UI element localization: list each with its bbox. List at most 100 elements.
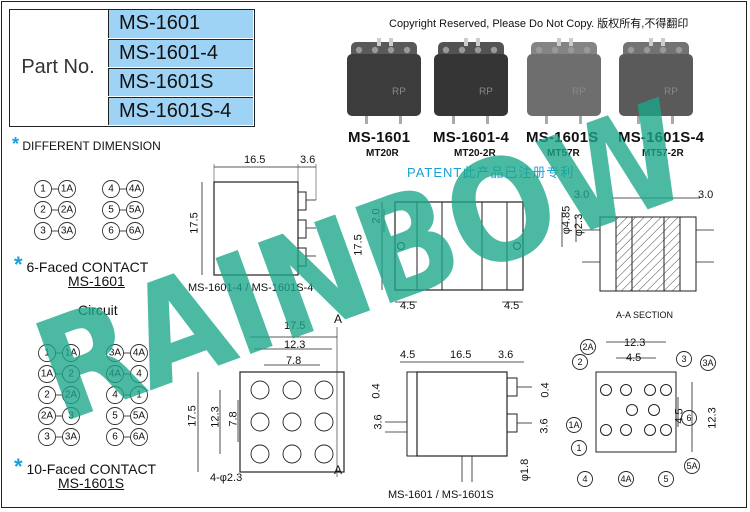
callout-label: 6 xyxy=(686,413,691,423)
model-ms-1601s: MS-1601S xyxy=(108,68,253,96)
patent-notice: PATENT此产品已注册专利 xyxy=(407,165,575,180)
product-photo-4: RP xyxy=(619,38,693,124)
pin xyxy=(569,38,573,46)
model-ms-1601: MS-1601 xyxy=(108,10,253,38)
dim-4-5-c: 4.5 xyxy=(400,349,416,361)
pin xyxy=(579,116,582,124)
relay-marking: RP xyxy=(664,87,678,98)
contact-hole xyxy=(355,46,363,54)
dim-12-3-vertical-right: 12.3 xyxy=(706,407,719,429)
dim-4-5-b: 4.5 xyxy=(504,300,520,312)
six-faced-title-text: 6-Faced CONTACT xyxy=(26,259,149,275)
pin-hole xyxy=(620,424,632,436)
contact-label: 3A xyxy=(61,226,74,237)
contact-hole xyxy=(551,46,559,54)
contact-hole xyxy=(387,46,395,54)
drawing-rect xyxy=(506,377,518,397)
drawing-rect xyxy=(416,371,508,457)
pin xyxy=(389,38,393,46)
dim-4-5-vertical-right: 4.5 xyxy=(673,408,686,424)
contact-label: 4A xyxy=(109,369,122,380)
contact-hole xyxy=(583,46,591,54)
side-view-caption: MS-1601-4 / MS-1601S-4 xyxy=(188,282,314,294)
relay-top xyxy=(623,42,689,58)
pin xyxy=(464,38,468,46)
drawing-rect xyxy=(406,371,418,457)
callout-circle xyxy=(572,354,588,370)
product-code-4: MT57-2R xyxy=(642,148,684,159)
callout-circle xyxy=(566,417,582,433)
pin xyxy=(377,38,381,46)
contact-hole xyxy=(659,46,667,54)
ten-faced-title: * 10-Faced CONTACT xyxy=(14,454,156,480)
model-ms-1601s-4: MS-1601S-4 xyxy=(108,97,253,125)
drawing-rect xyxy=(394,201,524,291)
callout-circle xyxy=(684,458,700,474)
relay-marking: RP xyxy=(392,87,406,98)
contact-label: 3 xyxy=(44,432,50,443)
contact-circle xyxy=(130,344,148,362)
product-photo-3: RP xyxy=(527,38,601,124)
pin xyxy=(486,116,489,124)
contact-hole xyxy=(627,46,635,54)
pin-hole xyxy=(620,384,632,396)
six-faced-model: MS-1601 xyxy=(68,273,125,289)
callout-label: 4 xyxy=(582,474,587,484)
callout-label: 5 xyxy=(663,474,668,484)
section-mark-bottom: A xyxy=(334,463,343,477)
contact-hole xyxy=(567,46,575,54)
pin-hole xyxy=(626,404,638,416)
contact-label: 1A xyxy=(65,348,78,359)
drawing-rect xyxy=(297,191,307,211)
contact-circle xyxy=(58,201,76,219)
dim-4-5-right: 4.5 xyxy=(626,352,642,364)
copyright-notice: Copyright Reserved, Please Do Not Copy. … xyxy=(389,18,689,30)
contact-label: 5 xyxy=(112,411,118,422)
contact-label: 2 xyxy=(40,205,46,216)
pin-hole xyxy=(282,380,302,400)
contact-circle xyxy=(58,222,76,240)
drawing-rect xyxy=(297,219,307,239)
pin-hole xyxy=(648,404,660,416)
asterisk-icon: * xyxy=(12,134,20,154)
dim-3-6-right: 3.6 xyxy=(538,418,551,434)
dim-12-3-vertical: 12.3 xyxy=(209,406,222,428)
pin-hole xyxy=(282,444,302,464)
dim-3-0-right: 3.0 xyxy=(698,189,714,201)
callout-circle xyxy=(571,440,587,456)
drawing-rect xyxy=(416,201,443,291)
pin-hole xyxy=(644,384,656,396)
callout-label: 4A xyxy=(620,474,631,484)
contact-label: 4 xyxy=(136,369,142,380)
asterisk-icon: * xyxy=(14,454,23,479)
bottom-view-caption: MS-1601 / MS-1601S xyxy=(388,489,494,501)
contact-hole xyxy=(535,46,543,54)
contact-label: 2A xyxy=(61,205,74,216)
pin xyxy=(557,38,561,46)
part-number-table: Part No. MS-1601 MS-1601-4 MS-1601S MS-1… xyxy=(9,9,255,127)
dim-17-5-left: 17.5 xyxy=(188,212,201,234)
callout-label: 1 xyxy=(576,443,581,453)
product-code-1: MT20R xyxy=(366,148,399,159)
dim-3-0-left: 3.0 xyxy=(574,189,590,201)
pin-hole xyxy=(660,424,672,436)
callout-label: 1A xyxy=(568,420,579,430)
pin xyxy=(476,38,480,46)
section-caption: A-A SECTION xyxy=(616,310,674,320)
contact-label: 3 xyxy=(68,411,74,422)
contact-label: 1A xyxy=(61,184,74,195)
contact-label: 4A xyxy=(133,348,146,359)
contact-label: 1A xyxy=(41,369,54,380)
product-code-2: MT20-2R xyxy=(454,148,496,159)
callout-circle xyxy=(618,471,634,487)
contact-label: 2 xyxy=(44,390,50,401)
contact-hole xyxy=(643,46,651,54)
dim-7-8-vertical: 7.8 xyxy=(227,411,240,427)
relay-body xyxy=(527,54,601,116)
drawing-rect xyxy=(506,413,518,433)
six-faced-title: * 6-Faced CONTACT xyxy=(14,252,148,278)
drawing-rect xyxy=(297,247,307,267)
dim-3-6-c: 3.6 xyxy=(498,349,514,361)
